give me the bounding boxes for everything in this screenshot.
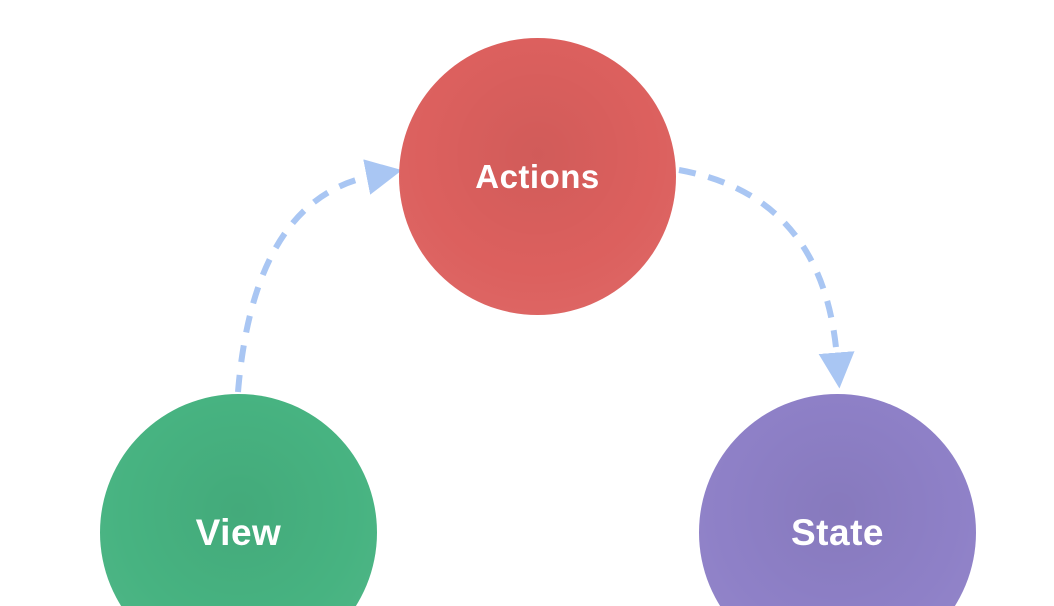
node-view-label: View: [195, 512, 282, 553]
node-view: View: [100, 394, 377, 606]
node-state-label: State: [791, 512, 884, 553]
edge-view-to-actions: [235, 159, 403, 393]
edge-actions-to-state: [678, 167, 855, 389]
node-state: State: [699, 394, 976, 606]
node-actions-label: Actions: [475, 158, 600, 195]
node-actions: Actions: [399, 38, 676, 315]
